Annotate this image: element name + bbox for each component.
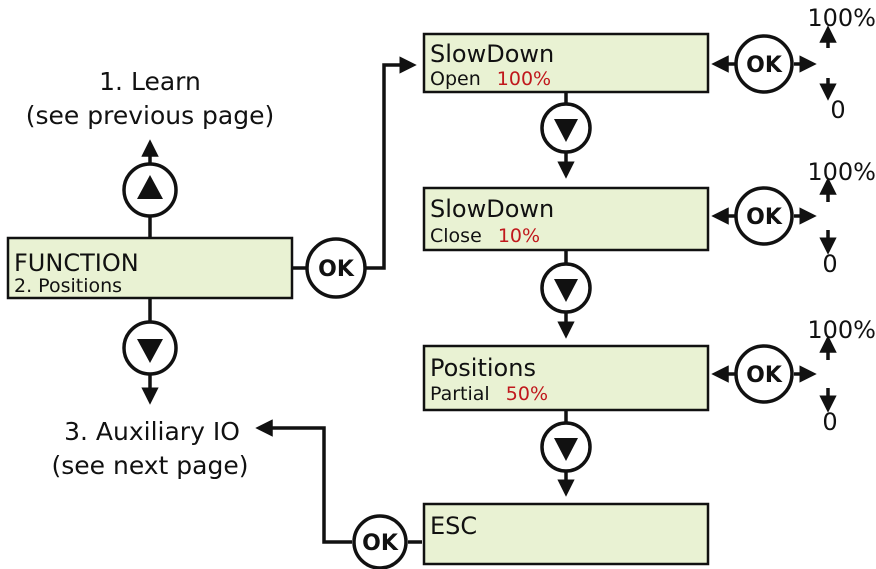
svg-text:Partial 50%: Partial 50% — [430, 383, 548, 405]
range-max-label: 100% — [807, 4, 876, 32]
svg-text:OK: OK — [746, 53, 783, 78]
range-min-label: 0 — [822, 408, 837, 436]
svg-text:OK: OK — [746, 205, 783, 230]
screen-param-value: 10% — [498, 225, 540, 247]
svg-text:Open 100%: Open 100% — [430, 68, 551, 90]
screen-slowdown-open: SlowDown Open 100% — [422, 32, 710, 94]
screen-param-value: 100% — [497, 68, 551, 90]
svg-text:OK: OK — [318, 257, 355, 282]
aux-title: 3. Auxiliary IO — [64, 417, 240, 446]
function-screen-subtitle: 2. Positions — [14, 275, 122, 297]
screen-positions-partial: Positions Partial 50% — [422, 344, 710, 412]
svg-text:Close 10%: Close 10% — [430, 225, 540, 247]
ok-button[interactable]: OK — [305, 237, 367, 299]
down-arrow-button[interactable] — [540, 262, 592, 314]
ok-button[interactable]: OK — [352, 514, 408, 569]
esc-screen: ESC — [422, 502, 710, 566]
down-arrow-button[interactable] — [122, 320, 178, 376]
ok-button[interactable]: OK — [734, 186, 794, 246]
esc-screen-title: ESC — [430, 512, 477, 540]
range-min-label: 0 — [822, 250, 837, 278]
learn-title: 1. Learn — [99, 67, 201, 96]
connector-ok-aux — [255, 419, 352, 544]
function-screen: FUNCTION 2. Positions — [6, 236, 294, 300]
svg-text:OK: OK — [362, 531, 399, 556]
screen-slowdown-close: SlowDown Close 10% — [422, 186, 710, 252]
screen-title: SlowDown — [430, 40, 554, 68]
screen-param-label: Open — [430, 68, 481, 90]
screen-param-label: Close — [430, 225, 482, 247]
aux-note: (see next page) — [51, 451, 248, 480]
learn-note: (see previous page) — [26, 101, 275, 130]
screen-title: SlowDown — [430, 195, 554, 223]
down-arrow-button[interactable] — [540, 102, 592, 154]
svg-text:OK: OK — [746, 363, 783, 388]
function-screen-title: FUNCTION — [14, 249, 139, 277]
connector-ok-slowdown-open — [366, 56, 417, 270]
range-min-label: 0 — [830, 96, 845, 124]
ok-button[interactable]: OK — [734, 34, 794, 94]
screen-title: Positions — [430, 354, 536, 382]
range-max-label: 100% — [807, 316, 876, 344]
range-max-label: 100% — [807, 158, 876, 186]
up-arrow-button[interactable] — [122, 162, 178, 218]
screen-param-value: 50% — [506, 383, 548, 405]
down-arrow-button[interactable] — [540, 421, 592, 473]
screen-param-label: Partial — [430, 383, 490, 405]
ok-button[interactable]: OK — [734, 344, 794, 404]
